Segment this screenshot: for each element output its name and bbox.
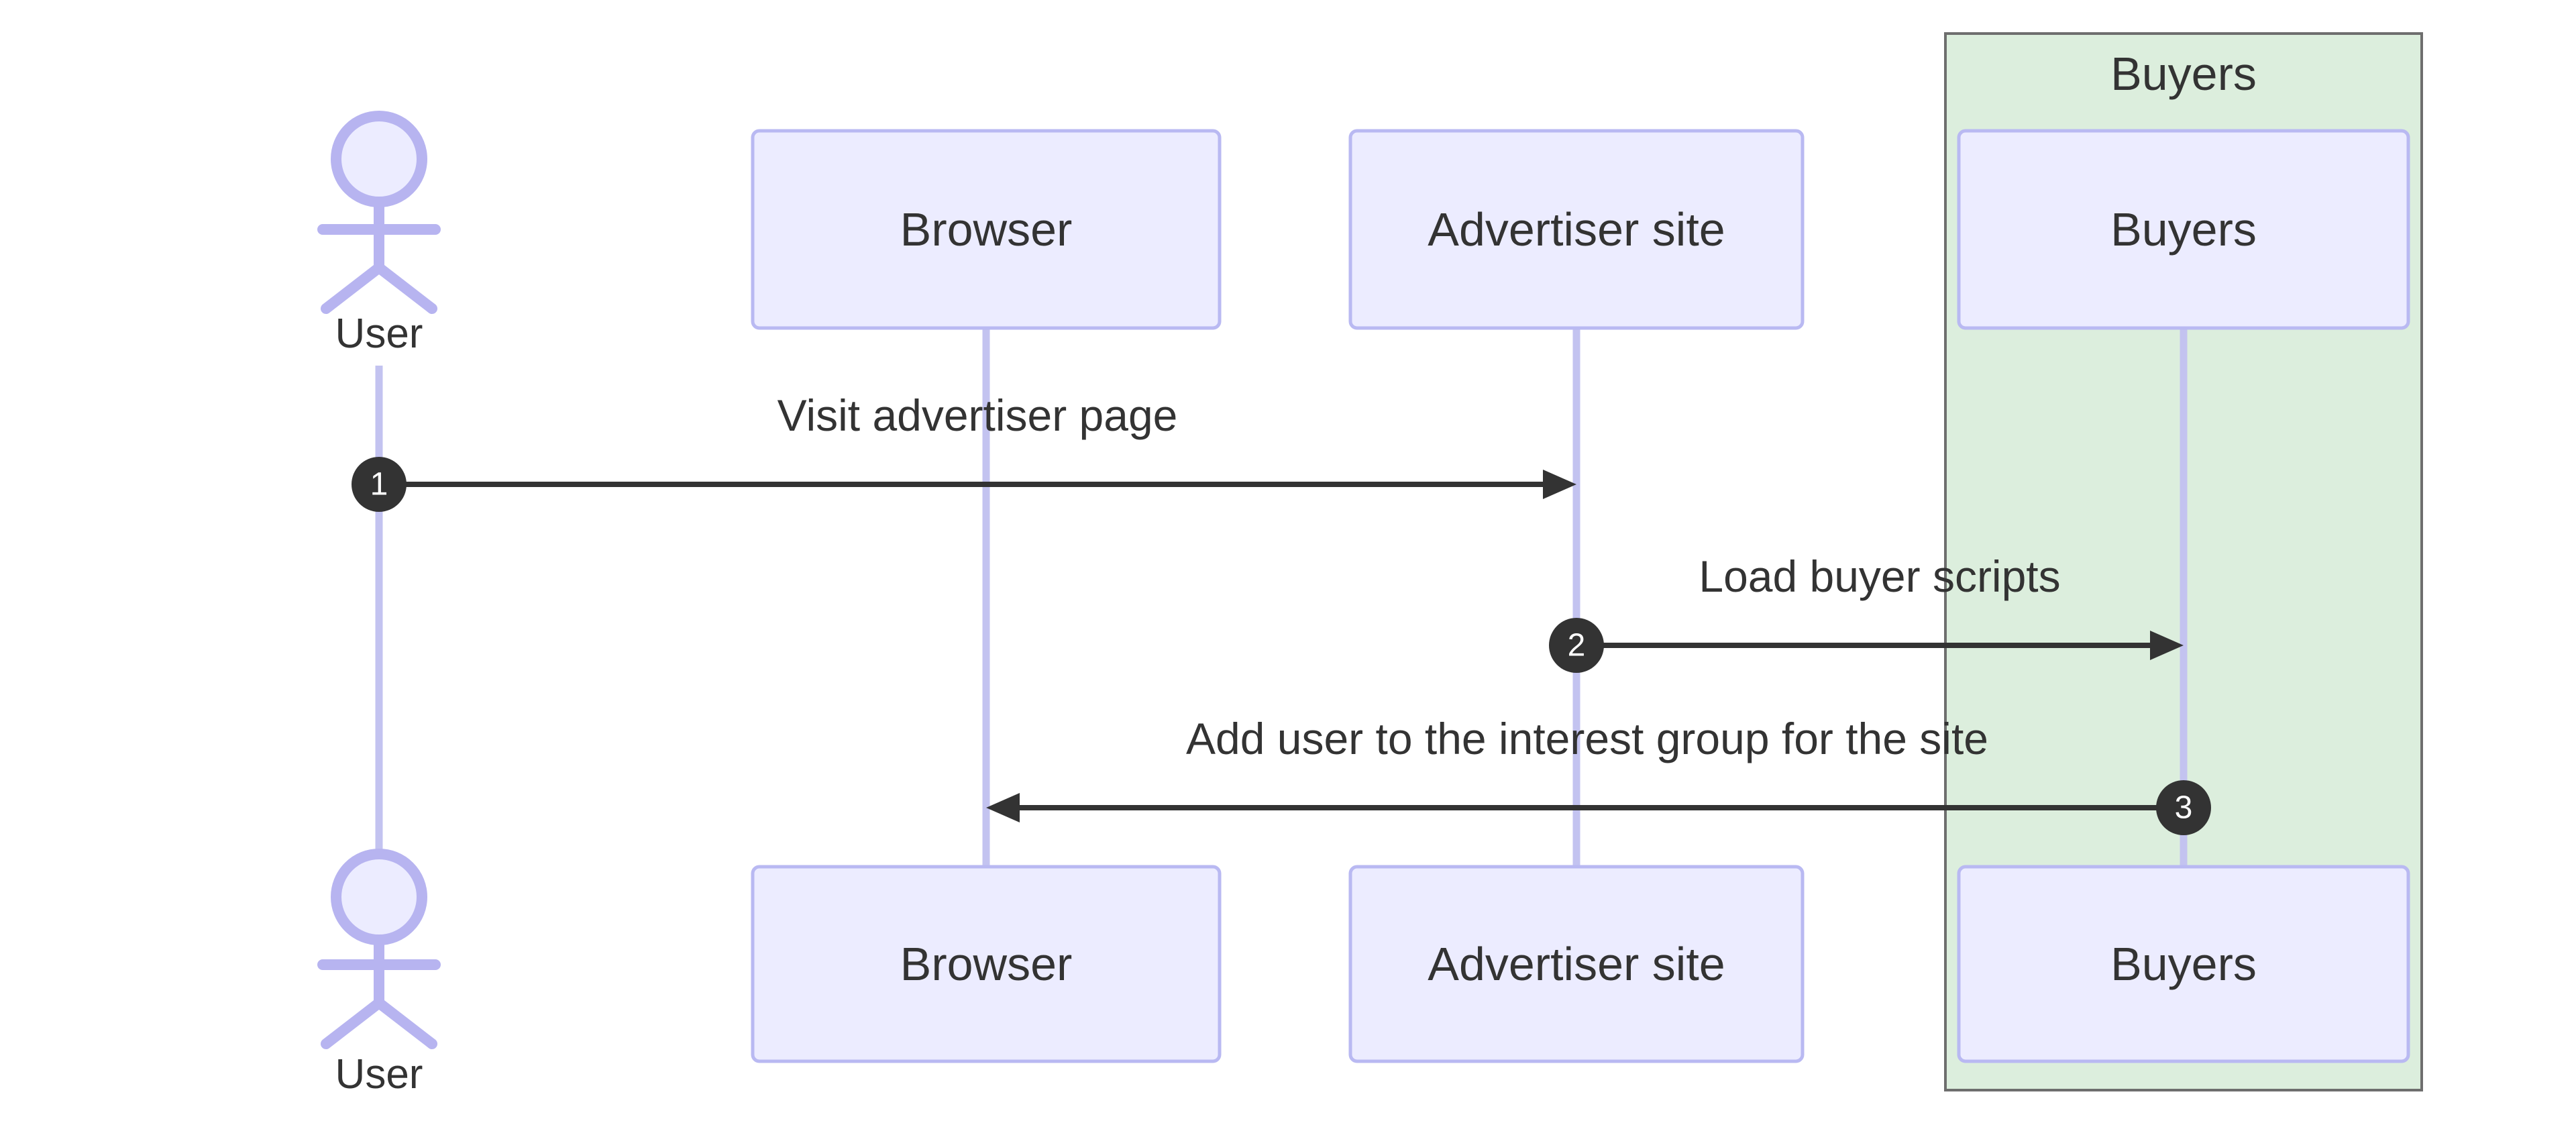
message-2-arrow	[1576, 631, 2184, 660]
number-badge-circle	[2156, 780, 2211, 835]
user-actor-label-bottom: User	[335, 1051, 423, 1098]
arrowhead-right-icon	[1543, 470, 1576, 499]
participant-label-browser-top: Browser	[900, 203, 1073, 256]
number-badge-text: 2	[1568, 628, 1586, 663]
participant-box-browser-bottom	[751, 865, 1222, 1063]
message-1-number-badge: 1	[352, 457, 407, 512]
actor-head-icon	[331, 849, 427, 945]
message-3-label: Add user to the interest group for the s…	[1186, 714, 1988, 763]
participant-box-advertiser-site-bottom	[1348, 865, 1805, 1063]
participant-box-browser-top	[751, 129, 1222, 330]
participant-label-browser-bottom: Browser	[900, 938, 1073, 990]
user-actor-figure-top	[317, 111, 441, 314]
actor-right-leg-line	[374, 262, 437, 314]
message-3-arrow	[986, 793, 2184, 822]
number-badge-text: 3	[2175, 790, 2193, 826]
participant-label-advertiser-site-bottom: Advertiser site	[1428, 938, 1725, 990]
user-actor-figure-bottom	[317, 849, 441, 1049]
message-2-label: Load buyer scripts	[1699, 551, 2060, 601]
number-badge-circle	[1549, 618, 1604, 673]
participant-box-buyers-bottom	[1957, 865, 2410, 1063]
message-1-label: Visit advertiser page	[777, 390, 1178, 440]
number-badge-text: 1	[370, 467, 388, 502]
arrowhead-left-icon	[986, 793, 1020, 822]
arrowhead-right-icon	[2150, 631, 2184, 660]
actor-head-icon	[331, 111, 427, 207]
actor-left-leg-line	[321, 998, 384, 1049]
number-badge-circle	[352, 457, 407, 512]
participant-label-advertiser-site-top: Advertiser site	[1428, 203, 1725, 256]
message-1-arrow	[379, 470, 1576, 499]
user-actor-label-top: User	[335, 311, 423, 357]
message-2-number-badge: 2	[1549, 618, 1604, 673]
participant-box-buyers-top	[1957, 129, 2410, 330]
actor-right-leg-line	[374, 998, 437, 1049]
participant-box-advertiser-site-top	[1348, 129, 1805, 330]
participant-label-buyers-bottom: Buyers	[2110, 938, 2257, 990]
actor-left-leg-line	[321, 262, 384, 314]
buyers-group-title: Buyers	[2110, 48, 2257, 100]
participant-label-buyers-top: Buyers	[2110, 203, 2257, 256]
message-3-number-badge: 3	[2156, 780, 2211, 835]
